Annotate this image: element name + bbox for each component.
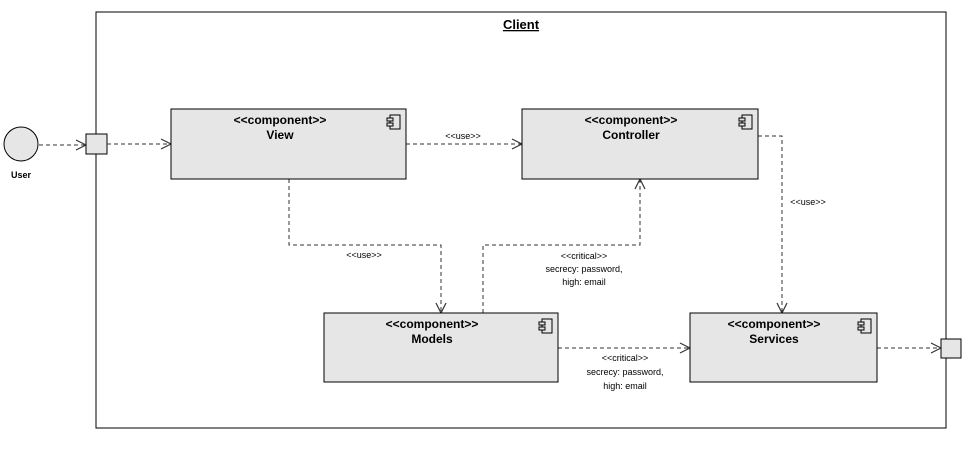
component-services-stereotype: <<component>>	[728, 317, 821, 331]
component-services-box	[689, 312, 878, 383]
component-models-box	[323, 312, 559, 383]
client-entry-port[interactable]	[85, 133, 108, 155]
edge-models-services-label: <<critical>> secrecy: password, high: em…	[586, 353, 663, 391]
edge-models-controller-label: <<critical>> secrecy: password, high: em…	[545, 251, 622, 287]
edge-view-controller-label: <<use>>	[445, 131, 481, 141]
edge-controller-services-label: <<use>>	[790, 197, 826, 207]
component-controller[interactable]: <<component>> Controller	[521, 108, 759, 180]
client-title: Client	[503, 17, 540, 32]
component-services[interactable]: <<component>> Services	[689, 312, 878, 383]
component-controller-name: Controller	[602, 128, 660, 142]
edge-view-models	[288, 179, 441, 313]
component-icon	[386, 114, 401, 130]
edge-label-line: <<critical>>	[561, 251, 608, 261]
component-controller-box	[521, 108, 759, 180]
edge-label-line: secrecy: password,	[545, 264, 622, 274]
edge-label-line: secrecy: password,	[586, 367, 663, 377]
edge-label-line: high: email	[562, 277, 606, 287]
component-icon	[857, 318, 872, 334]
component-models-name: Models	[411, 332, 453, 346]
user-actor-icon[interactable]	[3, 126, 39, 162]
component-view[interactable]: <<component>> View	[170, 108, 407, 180]
component-view-stereotype: <<component>>	[234, 113, 327, 127]
user-actor-label: User	[11, 170, 32, 180]
edge-controller-services	[758, 135, 782, 313]
component-services-name: Services	[749, 332, 799, 346]
component-view-box	[170, 108, 407, 180]
component-models-stereotype: <<component>>	[386, 317, 479, 331]
component-icon	[738, 114, 753, 130]
component-view-name: View	[266, 128, 294, 142]
component-models[interactable]: <<component>> Models	[323, 312, 559, 383]
component-icon	[538, 318, 553, 334]
component-controller-stereotype: <<component>>	[585, 113, 678, 127]
edge-label-line: <<critical>>	[602, 353, 649, 363]
edge-view-models-label: <<use>>	[346, 250, 382, 260]
client-exit-port[interactable]	[940, 338, 962, 359]
edge-label-line: high: email	[603, 381, 647, 391]
